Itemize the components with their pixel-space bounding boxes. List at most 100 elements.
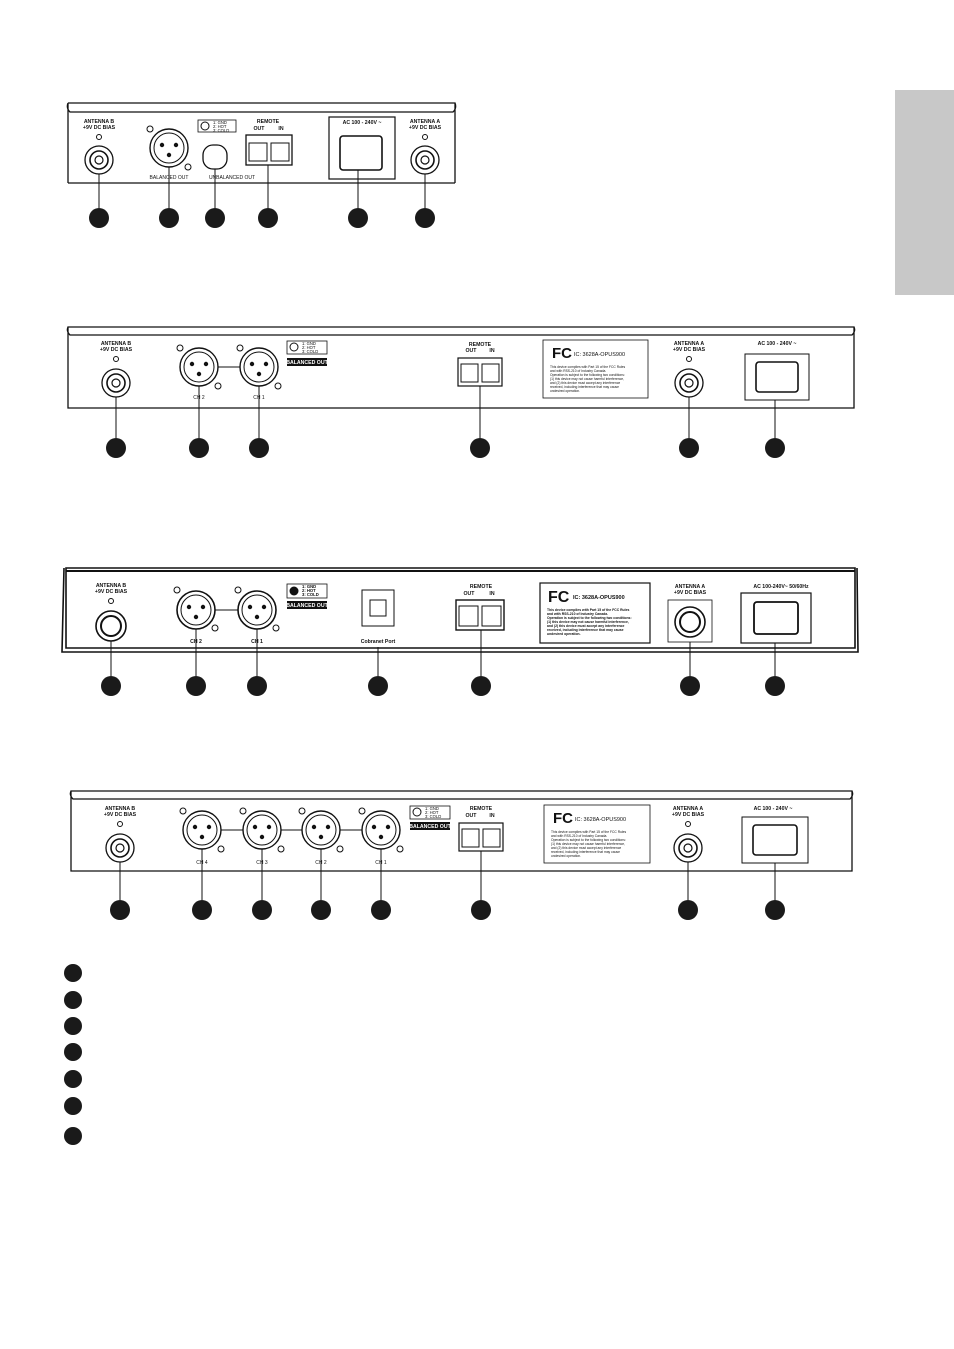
fcc-text-line: undesired operation. [551,854,581,858]
remote-label: REMOTE [470,584,493,590]
power-inlet [339,135,383,171]
pin1-label: 1: GND [213,120,227,125]
pin1-label: 1: GND [302,584,316,589]
cobranet-port [361,589,395,627]
power-label: AC 100 - 240V ~ [343,120,382,126]
fcc-text-line: (1) this device may not cause harmful in… [550,377,624,381]
antenna-a-label: ANTENNA A [673,806,703,812]
cobranet-label: Cobranet Port [361,639,396,645]
bias-label: +9V DC BIAS [100,347,133,353]
pin2-label: 2: HOT [302,345,316,350]
remote-label: REMOTE [469,342,492,348]
xlr-ch1 [358,807,404,853]
callout-markers [101,676,785,696]
fcc-text-line: and (2) this device must accept any inte… [551,846,621,850]
unbalanced-out-jack [202,144,228,170]
balanced-out-label: BALANCED OUT [286,603,328,609]
antenna-b-label: ANTENNA B [96,583,127,589]
balanced-out-label: BALANCED OUT [409,824,451,830]
legend-marker [64,1097,82,1115]
fcc-text-line: received, including interference that ma… [550,385,619,389]
pin2-label: 2: HOT [213,124,227,129]
callout-markers [89,208,435,228]
antenna-b-label: ANTENNA B [105,806,136,812]
antenna-b-connector [105,833,135,863]
fcc-logo: FC [552,345,572,362]
fcc-label: FC IC: 3628A-OPUS900 This device complie… [539,582,651,644]
remote-out-label: OUT [466,348,478,354]
legend-marker [64,1043,82,1061]
antenna-a-label: ANTENNA A [675,584,705,590]
xlr-ch1 [234,586,280,632]
pin2-label: 2: HOT [302,588,316,593]
remote-out-label: OUT [466,813,478,819]
xlr-ch4 [179,807,225,853]
fcc-label: FC IC: 3628A-OPUS900 This device complie… [543,804,651,864]
legend-marker [64,1070,82,1088]
remote-in-label: IN [489,813,494,819]
xlr-balanced-out [146,125,192,171]
fcc-text-line: and with RSS-210 of Industry Canada. [550,369,606,373]
fcc-text-line: received, including interference that ma… [547,628,624,632]
fcc-text-line: This device complies with Part 15 of the… [551,830,626,834]
antenna-a-label: ANTENNA A [410,119,440,125]
antenna-a-connector [667,599,713,643]
fcc-text-line: received, including interference that ma… [551,850,620,854]
remote-in-label: IN [278,126,283,132]
pin3-label: 3: COLD [425,814,441,819]
xlr-ch3 [239,807,285,853]
xlr-ch2 [176,344,222,390]
fcc-text-line: and (2) this device must accept any inte… [547,624,625,628]
fcc-id: IC: 3628A-OPUS900 [575,817,626,823]
fcc-logo: FC [553,810,573,827]
fcc-text-line: Operation is subject to the following tw… [551,838,626,842]
bias-label-a: +9V DC BIAS [674,590,707,596]
balanced-out-label: BALANCED OUT [286,360,328,366]
antenna-b-connector [101,368,131,398]
fcc-logo: FC [548,589,570,606]
antenna-b-label: ANTENNA B [101,341,132,347]
section-tab [895,90,954,295]
power-label: AC 100 - 240V ~ [758,341,797,347]
callout-markers [106,438,785,458]
power-inlet [753,601,799,635]
bias-label: +9V DC BIAS [104,812,137,818]
remote-ports [245,134,293,166]
antenna-a-connector [674,368,704,398]
antenna-a-connector [673,833,703,863]
fcc-text-line: undesired operation. [547,632,581,636]
bias-label: +9V DC BIAS [95,589,128,595]
xlr-ch1 [236,344,282,390]
antenna-b-connector [84,145,114,175]
bias-label-a: +9V DC BIAS [673,347,706,353]
remote-in-label: IN [489,591,494,597]
fcc-id: IC: 3628A-OPUS900 [574,352,625,358]
power-label: AC 100 - 240V ~ [754,806,793,812]
unbalanced-out-label: UNBALANCED OUT [209,175,255,181]
rear-panel-4: ANTENNA B +9V DC BIAS 1: GND 2: HOT 3: C… [69,790,854,920]
fcc-text-line: (1) this device may not cause harmful in… [551,842,625,846]
antenna-a-label: ANTENNA A [674,341,704,347]
fcc-text-line: Operation is subject to the following tw… [550,373,625,377]
xlr-ch2 [298,807,344,853]
power-inlet [752,824,798,856]
power-label: AC 100-240V~ 50/60Hz [753,584,809,590]
rear-panel-2: ANTENNA B +9V DC BIAS 1: GND 2: HOT 3: C… [66,326,856,458]
pin3-label: 3: COLD [213,128,229,133]
fcc-text-line: This device complies with Part 15 of the… [550,365,625,369]
legend-marker [64,991,82,1009]
remote-in-label: IN [489,348,494,354]
pin1-label: 1: GND [302,341,316,346]
pin3-label: 3: COLD [302,592,319,597]
legend-marker [64,1017,82,1035]
remote-label: REMOTE [470,806,493,812]
fcc-text-line: and with RSS-210 of Industry Canada. [547,612,608,616]
fcc-text-line: undesired operation. [550,389,580,393]
bias-label-a: +9V DC BIAS [672,812,705,818]
remote-out-label: OUT [254,126,266,132]
xlr-ch2 [173,586,219,632]
fcc-id: IC: 3628A-OPUS900 [573,595,625,601]
remote-out-label: OUT [464,591,476,597]
pin2-label: 2: HOT [425,810,439,815]
fcc-text-line: Operation is subject to the following tw… [547,616,632,620]
